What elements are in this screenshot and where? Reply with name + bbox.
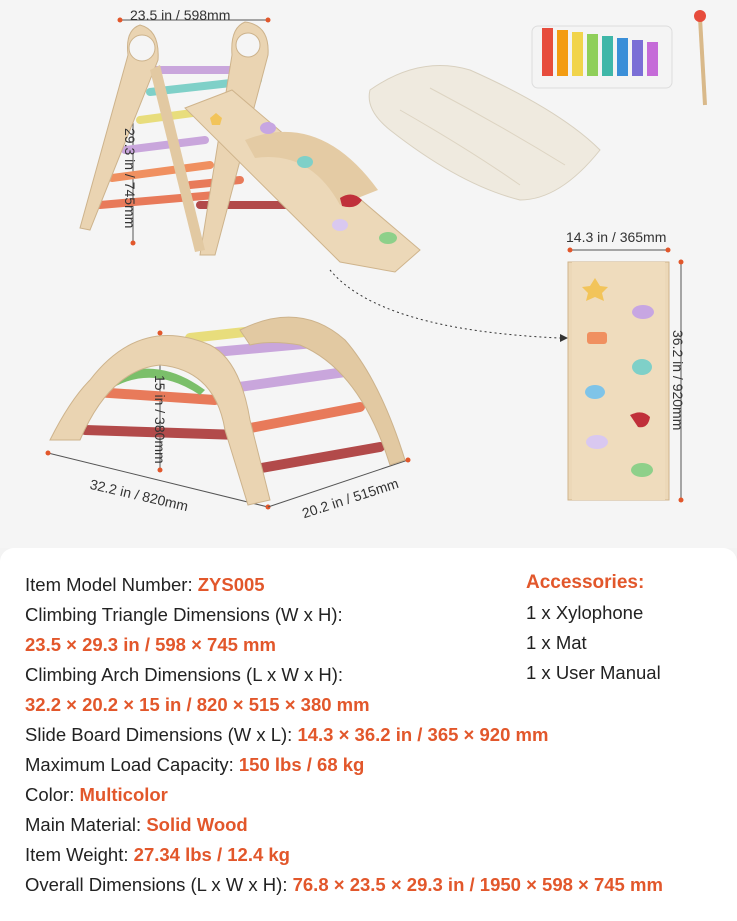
- specs-panel: [0, 548, 737, 921]
- climbing-triangle: [79, 17, 421, 273]
- spec-color: Color: Multicolor: [25, 784, 168, 805]
- spec-triangle-dimensions-label: Climbing Triangle Dimensions (W x H):: [25, 604, 343, 625]
- spec-model-number: Item Model Number: ZYS005: [25, 574, 265, 595]
- mat: [368, 65, 601, 201]
- slide-width-label: 14.3 in / 365mm: [566, 229, 667, 245]
- dotted-arrow: [329, 269, 561, 339]
- spec-arch-dimensions-label: Climbing Arch Dimensions (L x W x H):: [25, 664, 343, 685]
- spec-slide-dimensions: Slide Board Dimensions (W x L): 14.3 × 3…: [25, 724, 549, 745]
- accessory-item: 1 x Xylophone: [526, 602, 644, 623]
- spec-arch-dimensions-value: 32.2 × 20.2 × 15 in / 820 × 515 × 380 mm: [25, 694, 370, 715]
- climbing-arch: [45, 316, 411, 510]
- accessory-item: 1 x Mat: [526, 632, 587, 653]
- product-illustration: [45, 10, 707, 510]
- spec-triangle-dimensions-value: 23.5 × 29.3 in / 598 × 745 mm: [25, 634, 276, 655]
- spec-load-capacity: Maximum Load Capacity: 150 lbs / 68 kg: [25, 754, 365, 775]
- spec-list: Item Model Number: ZYS005 Climbing Trian…: [25, 570, 715, 900]
- slide-board-flat: [567, 247, 684, 503]
- triangle-width-label: 23.5 in / 598mm: [130, 7, 231, 23]
- accessory-item: 1 x User Manual: [526, 662, 661, 683]
- accessories-heading: Accessories:: [526, 572, 645, 593]
- spec-weight: Item Weight: 27.34 lbs / 12.4 kg: [25, 844, 290, 865]
- spec-overall-dimensions: Overall Dimensions (L x W x H): 76.8 × 2…: [25, 874, 663, 895]
- spec-material: Main Material: Solid Wood: [25, 814, 248, 835]
- product-illustration-area: 23.5 in / 598mm 29.3 in / 745mm 14.3 in …: [45, 7, 707, 522]
- accessories-list: Accessories: 1 x Xylophone 1 x Mat 1 x U…: [526, 568, 726, 688]
- slide-length-label: 36.2 in / 920mm: [670, 330, 686, 431]
- xylophone: [531, 10, 707, 106]
- triangle-height-label: 29.3 in / 745mm: [122, 128, 138, 229]
- arch-height-label: 15 in / 380mm: [152, 375, 168, 464]
